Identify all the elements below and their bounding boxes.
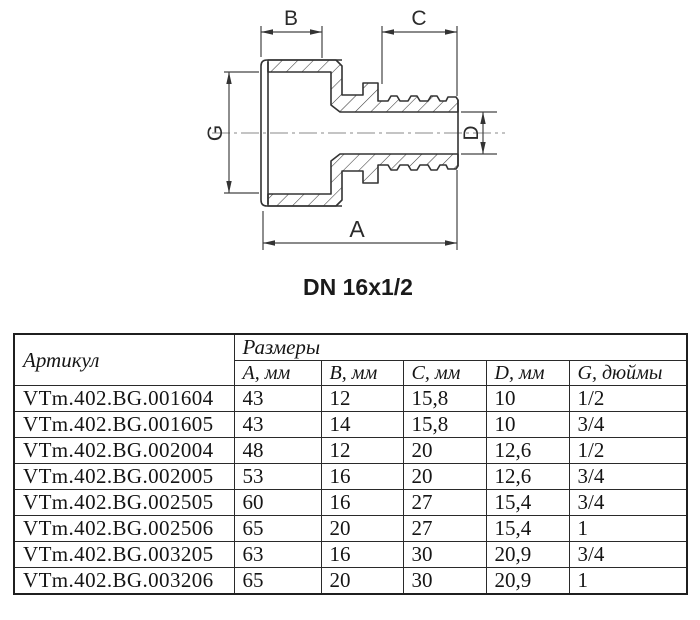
value-cell-a: 48 bbox=[233, 437, 322, 464]
article-cell: VTm.402.BG.001604 bbox=[13, 385, 235, 412]
value-cell-d: 12,6 bbox=[485, 463, 570, 490]
value-cell-g: 3/4 bbox=[568, 463, 688, 490]
value-cell-c: 20 bbox=[402, 463, 487, 490]
value-cell-c: 27 bbox=[402, 489, 487, 516]
value-cell-b: 16 bbox=[320, 463, 404, 490]
table-row: VTm.402.BG.002505 60 16 27 15,4 3/4 bbox=[13, 489, 688, 516]
value-cell-c: 15,8 bbox=[402, 385, 487, 412]
top-wall-section bbox=[267, 59, 459, 113]
value-cell-g: 1 bbox=[568, 515, 688, 542]
socket-outer-edge bbox=[260, 59, 342, 207]
dimension-arrows bbox=[226, 29, 486, 246]
value-cell-d: 20,9 bbox=[485, 567, 570, 595]
value-cell-c: 20 bbox=[402, 437, 487, 464]
dimension-lines bbox=[224, 26, 497, 250]
value-cell-g: 3/4 bbox=[568, 411, 688, 438]
header-sizes: Размеры bbox=[233, 333, 688, 361]
dn-size-label: DN 16x1/2 bbox=[303, 274, 413, 300]
value-cell-b: 16 bbox=[320, 541, 404, 568]
dimension-label-c: C bbox=[411, 7, 426, 30]
dimensions-table: Артикул Размеры A, мм B, мм C, мм D, мм … bbox=[13, 333, 689, 595]
table-row: VTm.402.BG.003206 65 20 30 20,9 1 bbox=[13, 567, 688, 595]
value-cell-d: 10 bbox=[485, 385, 570, 412]
value-cell-b: 20 bbox=[320, 515, 404, 542]
value-cell-c: 30 bbox=[402, 541, 487, 568]
value-cell-a: 53 bbox=[233, 463, 322, 490]
table-row: VTm.402.BG.003205 63 16 30 20,9 3/4 bbox=[13, 541, 688, 568]
value-cell-a: 43 bbox=[233, 411, 322, 438]
value-cell-b: 12 bbox=[320, 437, 404, 464]
value-cell-a: 63 bbox=[233, 541, 322, 568]
table-row: VTm.402.BG.001604 43 12 15,8 10 1/2 bbox=[13, 385, 688, 412]
table-row: VTm.402.BG.002004 48 12 20 12,6 1/2 bbox=[13, 437, 688, 464]
value-cell-a: 60 bbox=[233, 489, 322, 516]
value-cell-d: 10 bbox=[485, 411, 570, 438]
value-cell-b: 20 bbox=[320, 567, 404, 595]
value-cell-d: 12,6 bbox=[485, 437, 570, 464]
technical-drawing-area: B C G D A DN 16x1/2 bbox=[204, 7, 505, 300]
header-col-a: A, мм bbox=[233, 360, 322, 386]
header-col-c: C, мм bbox=[402, 360, 487, 386]
article-cell: VTm.402.BG.002004 bbox=[13, 437, 235, 464]
value-cell-g: 1/2 bbox=[568, 385, 688, 412]
article-cell: VTm.402.BG.002505 bbox=[13, 489, 235, 516]
value-cell-c: 15,8 bbox=[402, 411, 487, 438]
value-cell-g: 1/2 bbox=[568, 437, 688, 464]
value-cell-b: 14 bbox=[320, 411, 404, 438]
table-header-row-1: Артикул Размеры bbox=[13, 333, 688, 386]
table-row: VTm.402.BG.002005 53 16 20 12,6 3/4 bbox=[13, 463, 688, 490]
article-cell: VTm.402.BG.003205 bbox=[13, 541, 235, 568]
header-col-b: B, мм bbox=[320, 360, 404, 386]
value-cell-b: 16 bbox=[320, 489, 404, 516]
value-cell-b: 12 bbox=[320, 385, 404, 412]
dimension-label-b: B bbox=[284, 7, 298, 30]
value-cell-d: 20,9 bbox=[485, 541, 570, 568]
value-cell-d: 15,4 bbox=[485, 515, 570, 542]
value-cell-a: 65 bbox=[233, 567, 322, 595]
article-cell: VTm.402.BG.003206 bbox=[13, 567, 235, 595]
article-cell: VTm.402.BG.002506 bbox=[13, 515, 235, 542]
fitting-cross-section-drawing: B C G D A DN 16x1/2 bbox=[204, 7, 505, 300]
value-cell-c: 30 bbox=[402, 567, 487, 595]
value-cell-a: 65 bbox=[233, 515, 322, 542]
header-col-d: D, мм bbox=[485, 360, 570, 386]
dimension-label-a: A bbox=[349, 216, 365, 242]
dimension-label-g: G bbox=[204, 125, 227, 141]
value-cell-g: 1 bbox=[568, 567, 688, 595]
value-cell-a: 43 bbox=[233, 385, 322, 412]
table-row: VTm.402.BG.002506 65 20 27 15,4 1 bbox=[13, 515, 688, 542]
value-cell-d: 15,4 bbox=[485, 489, 570, 516]
header-col-g: G, дюймы bbox=[568, 360, 688, 386]
bottom-wall-section bbox=[267, 153, 459, 207]
value-cell-g: 3/4 bbox=[568, 489, 688, 516]
value-cell-g: 3/4 bbox=[568, 541, 688, 568]
table-row: VTm.402.BG.001605 43 14 15,8 10 3/4 bbox=[13, 411, 688, 438]
part-cross-section bbox=[260, 59, 459, 207]
header-article: Артикул bbox=[13, 333, 235, 386]
value-cell-c: 27 bbox=[402, 515, 487, 542]
article-cell: VTm.402.BG.001605 bbox=[13, 411, 235, 438]
article-cell: VTm.402.BG.002005 bbox=[13, 463, 235, 490]
dimension-label-d: D bbox=[460, 125, 483, 140]
